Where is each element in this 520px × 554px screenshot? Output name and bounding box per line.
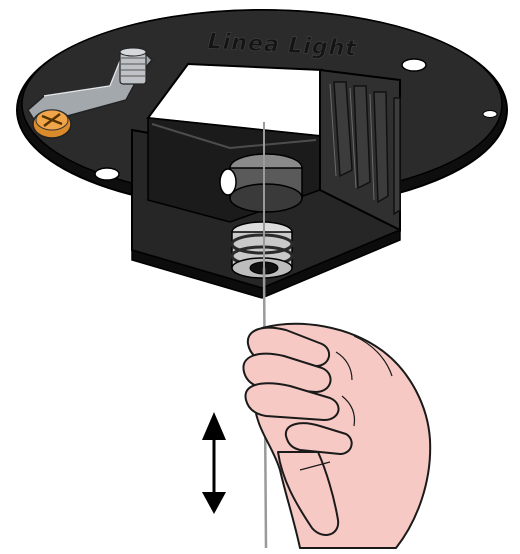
cable-gripper-icon: [230, 221, 294, 279]
hand-detail-lines: [299, 335, 393, 471]
up-down-arrow-icon: [202, 412, 226, 514]
mounting-hole-icon: [94, 167, 120, 181]
grounding-bracket: [27, 47, 154, 127]
grounding-screw-icon: [32, 109, 72, 139]
hand-pulling-wire-icon: [242, 322, 432, 549]
mounting-hole-icon: [482, 110, 498, 118]
canopy-housing: [131, 62, 401, 299]
cable-guide-fins: [333, 81, 401, 216]
mounting-hole-icon: [401, 58, 427, 72]
